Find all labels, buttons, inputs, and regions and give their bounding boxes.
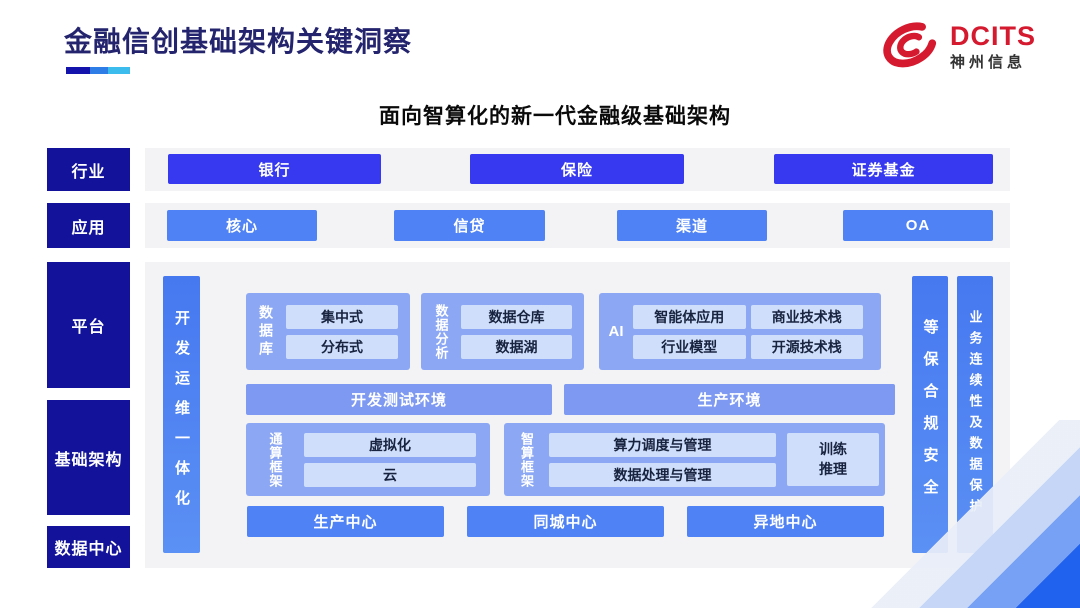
- page-title: 金融信创基础架构关键洞察: [64, 26, 413, 57]
- training-inference-label: 训练推理: [819, 440, 847, 477]
- node-cloud: 云: [304, 462, 476, 487]
- layer-label-application: 应用: [47, 203, 130, 248]
- node-training-inference: 训练推理: [787, 433, 879, 486]
- ai-group: AI 智能体应用 商业技术栈 行业模型 开源技术栈: [599, 293, 881, 370]
- node-remote-center: 异地中心: [687, 506, 884, 537]
- node-distributed-db: 分布式: [286, 334, 398, 359]
- layer-label-industry: 行业: [47, 148, 130, 191]
- node-open-source-stack: 开源技术栈: [750, 334, 863, 359]
- title-underline-accent: [66, 67, 130, 74]
- node-bank: 银行: [168, 154, 381, 184]
- underline-segment-blue: [90, 67, 108, 74]
- analytics-group: 数据分析 数据仓库 数据湖: [421, 293, 584, 370]
- node-securities-fund: 证券基金: [774, 154, 993, 184]
- node-oa: OA: [843, 210, 993, 241]
- node-compute-scheduling: 算力调度与管理: [549, 432, 776, 457]
- logo-company-text: 神州信息: [950, 53, 1027, 71]
- security-compliance-bar: 等保合规安全: [912, 276, 948, 553]
- dcits-logo: DCITS 神州信息: [880, 14, 1036, 78]
- underline-segment-sky: [108, 67, 130, 74]
- database-group-label: 数据库: [258, 304, 274, 359]
- node-virtualization: 虚拟化: [304, 432, 476, 457]
- node-insurance: 保险: [470, 154, 684, 184]
- node-data-processing: 数据处理与管理: [549, 462, 776, 487]
- layer-label-infrastructure: 基础架构: [47, 400, 130, 515]
- node-channel: 渠道: [617, 210, 767, 241]
- node-agent-apps: 智能体应用: [633, 304, 746, 329]
- business-continuity-bar: 业务连续性及数据保护: [957, 276, 993, 553]
- diagram-title: 面向智算化的新一代金融级基础架构: [379, 105, 731, 128]
- dcits-swirl-icon: [883, 22, 937, 68]
- ai-compute-framework-label: 智算框架: [519, 431, 534, 488]
- node-commercial-stack: 商业技术栈: [750, 304, 863, 329]
- node-credit: 信贷: [394, 210, 545, 241]
- node-centralized-db: 集中式: [286, 304, 398, 329]
- general-compute-framework-label: 通算框架: [267, 431, 283, 488]
- ai-group-label: AI: [608, 323, 624, 340]
- dev-test-environment-bar: 开发测试环境: [246, 384, 552, 415]
- node-industry-models: 行业模型: [633, 334, 746, 359]
- ai-compute-framework-group: 智算框架 算力调度与管理 数据处理与管理 训练推理: [504, 423, 885, 496]
- database-group: 数据库 集中式 分布式: [246, 293, 410, 370]
- general-compute-framework-group: 通算框架 虚拟化 云: [246, 423, 490, 496]
- logo-brand-text: DCITS: [950, 20, 1036, 51]
- underline-segment-navy: [66, 67, 90, 74]
- node-core-system: 核心: [167, 210, 317, 241]
- node-data-warehouse: 数据仓库: [461, 304, 572, 329]
- production-environment-bar: 生产环境: [564, 384, 895, 415]
- node-data-lake: 数据湖: [461, 334, 572, 359]
- devops-integration-bar: 开发运维一体化: [163, 276, 200, 553]
- node-production-center: 生产中心: [247, 506, 444, 537]
- analytics-group-label: 数据分析: [433, 303, 449, 360]
- layer-label-datacenter: 数据中心: [47, 526, 130, 568]
- layer-label-platform: 平台: [47, 262, 130, 388]
- node-same-city-center: 同城中心: [467, 506, 664, 537]
